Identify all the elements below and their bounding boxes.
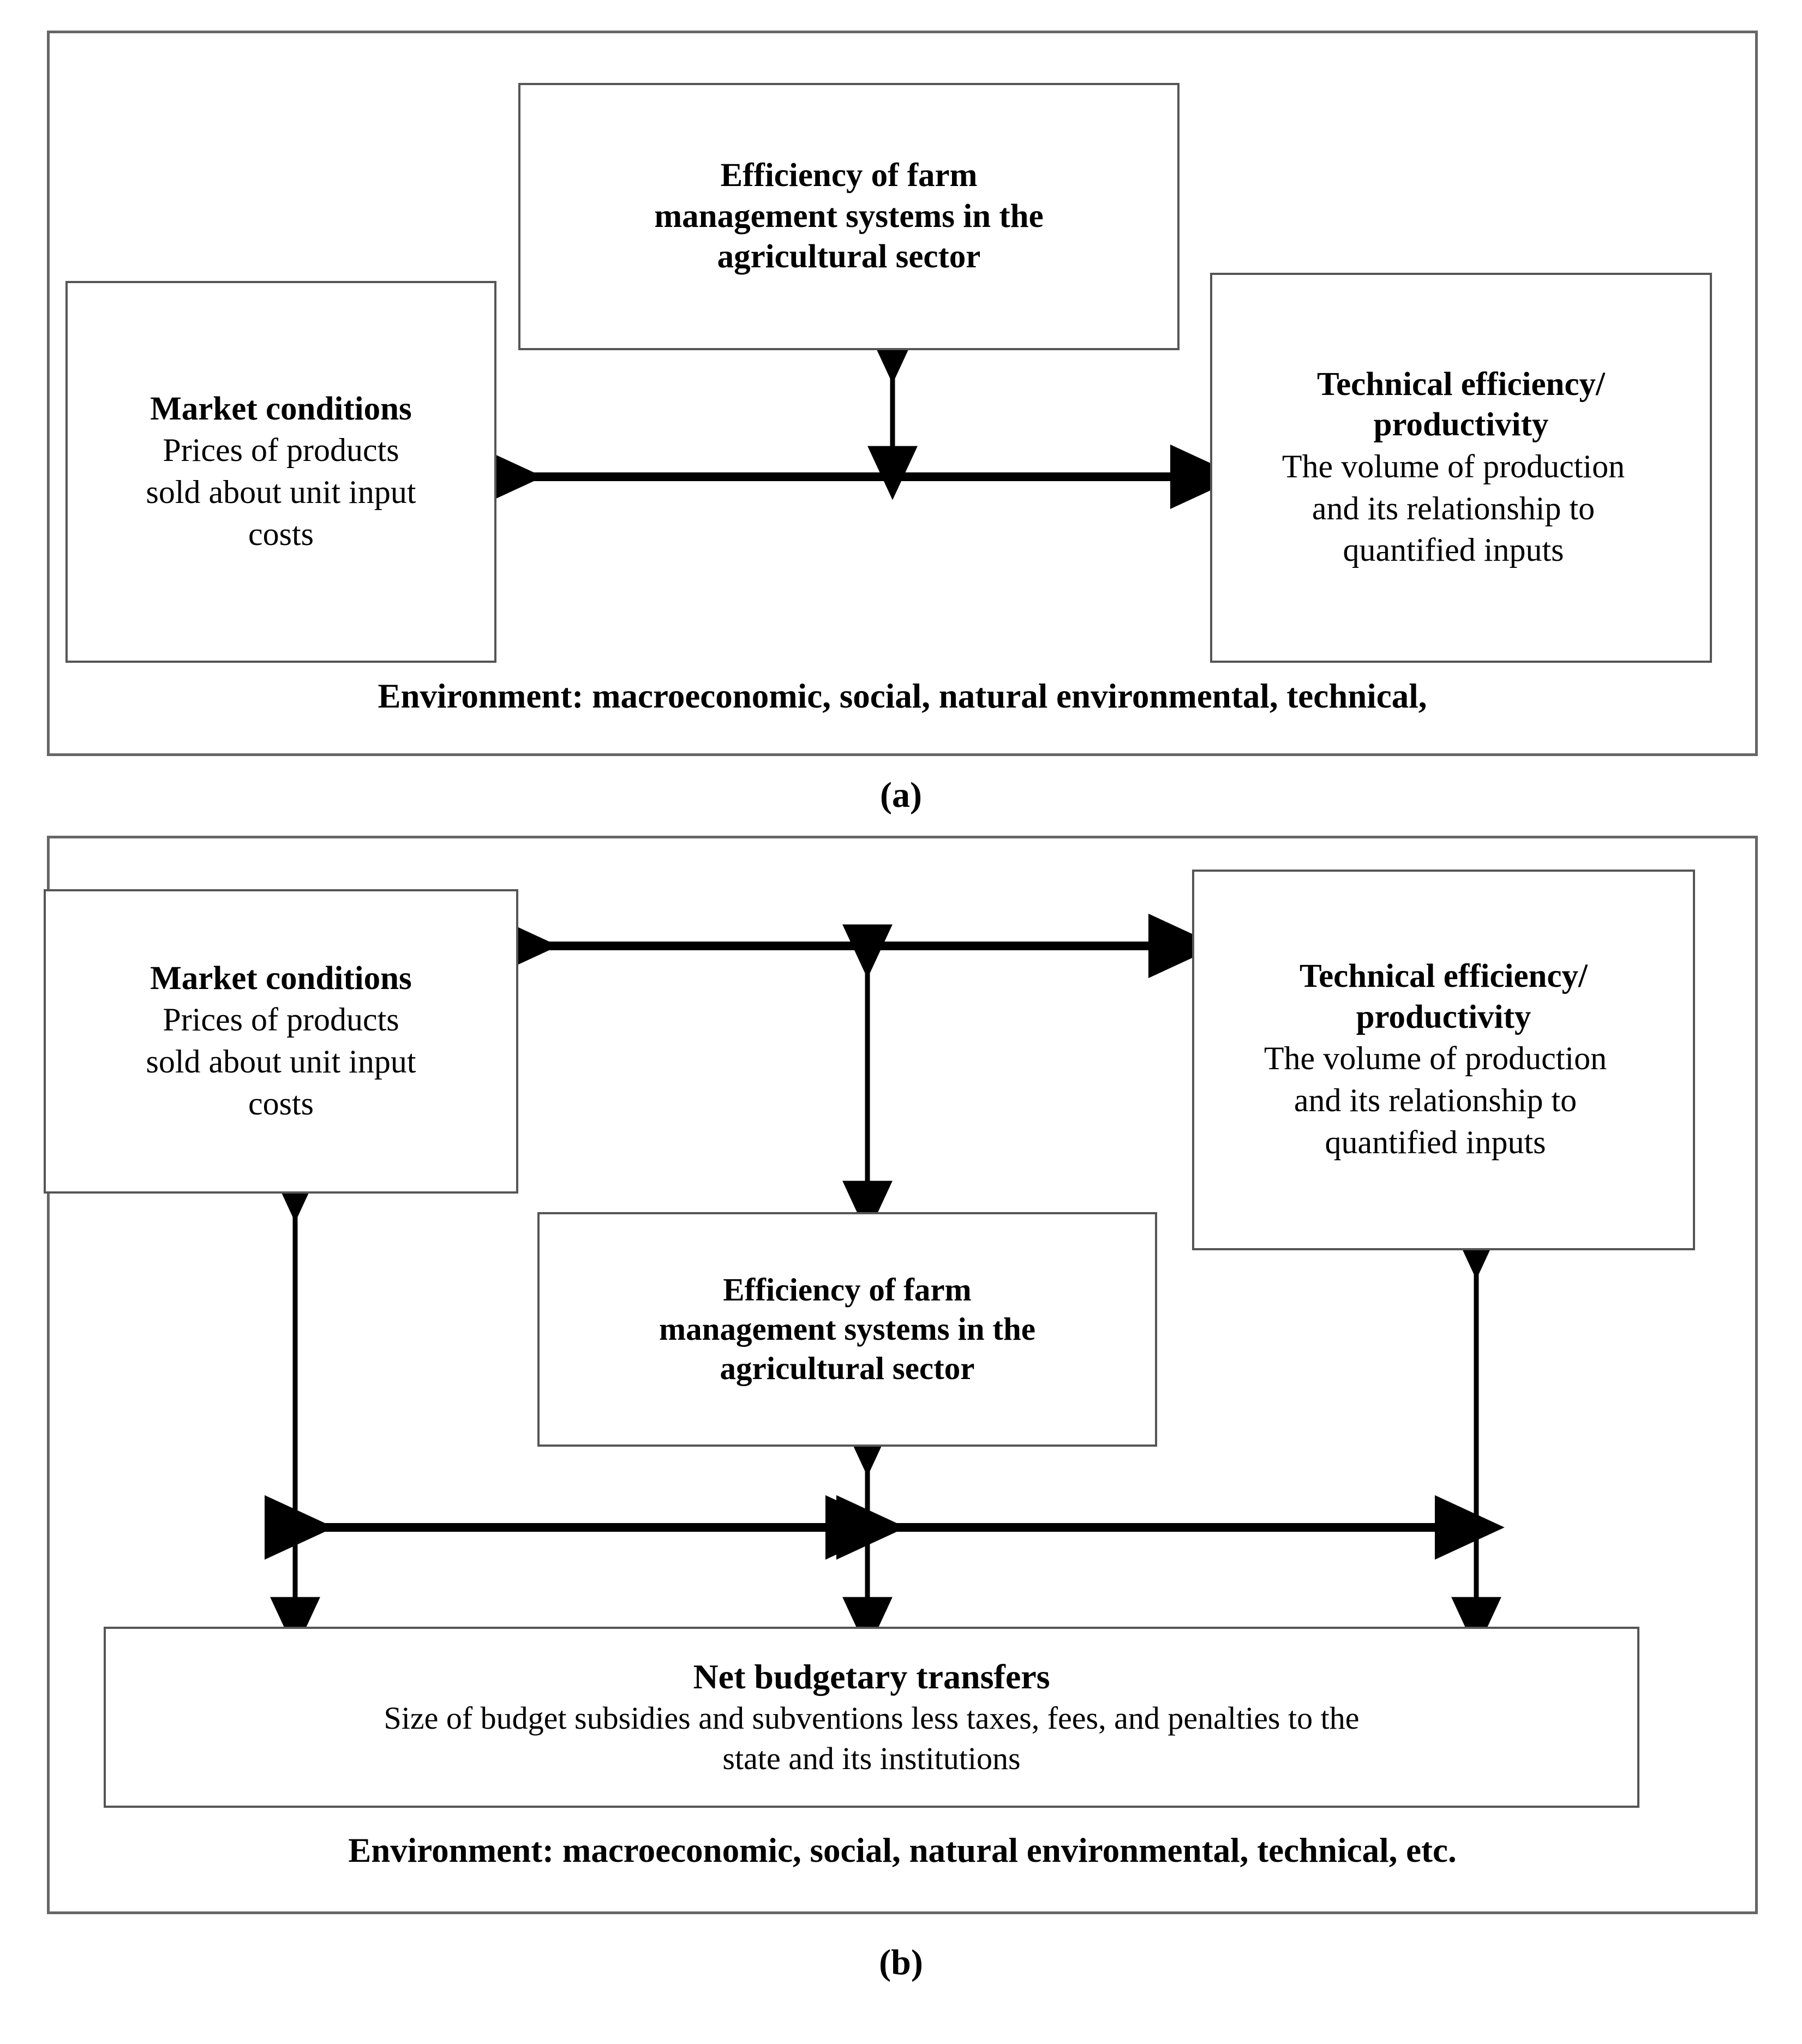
panel-label-a: (a): [0, 775, 1802, 816]
environment-caption-b: Environment: macroeconomic, social, natu…: [348, 1831, 1457, 1869]
panel-label-b-text: (b): [879, 1943, 923, 1982]
node-title: Technical efficiency/ productivity: [1316, 365, 1605, 443]
node-title: Efficiency of farm management systems in…: [654, 157, 1044, 275]
node-title: Technical efficiency/ productivity: [1299, 958, 1588, 1035]
node-description: Size of budget subsidies and subventions…: [384, 1700, 1360, 1777]
node-market-conditions-a: Market conditions Prices of products sol…: [65, 281, 496, 663]
node-description: Prices of products sold about unit input…: [146, 1002, 416, 1122]
node-title: Net budgetary transfers: [693, 1657, 1050, 1696]
node-technical-efficiency-a: Technical efficiency/ productivity The v…: [1210, 273, 1712, 663]
node-technical-efficiency-b: Technical efficiency/ productivity The v…: [1192, 870, 1695, 1250]
node-description: Prices of products sold about unit input…: [146, 432, 416, 552]
panel-label-a-text: (a): [880, 775, 922, 815]
node-net-budgetary-transfers: Net budgetary transfers Size of budget s…: [104, 1627, 1639, 1808]
node-market-conditions-b: Market conditions Prices of products sol…: [44, 889, 518, 1194]
environment-caption-a: Environment: macroeconomic, social, natu…: [378, 677, 1427, 715]
node-efficiency-of-farm-management-b: Efficiency of farm management systems in…: [537, 1212, 1157, 1447]
node-efficiency-of-farm-management-a: Efficiency of farm management systems in…: [518, 83, 1180, 350]
panel-label-b: (b): [0, 1942, 1802, 1983]
node-description: The volume of production and its relatio…: [1264, 1040, 1607, 1160]
node-description: The volume of production and its relatio…: [1282, 448, 1625, 568]
node-title: Efficiency of farm management systems in…: [659, 1272, 1035, 1386]
node-title: Market conditions: [150, 390, 412, 427]
node-title: Market conditions: [150, 960, 412, 997]
